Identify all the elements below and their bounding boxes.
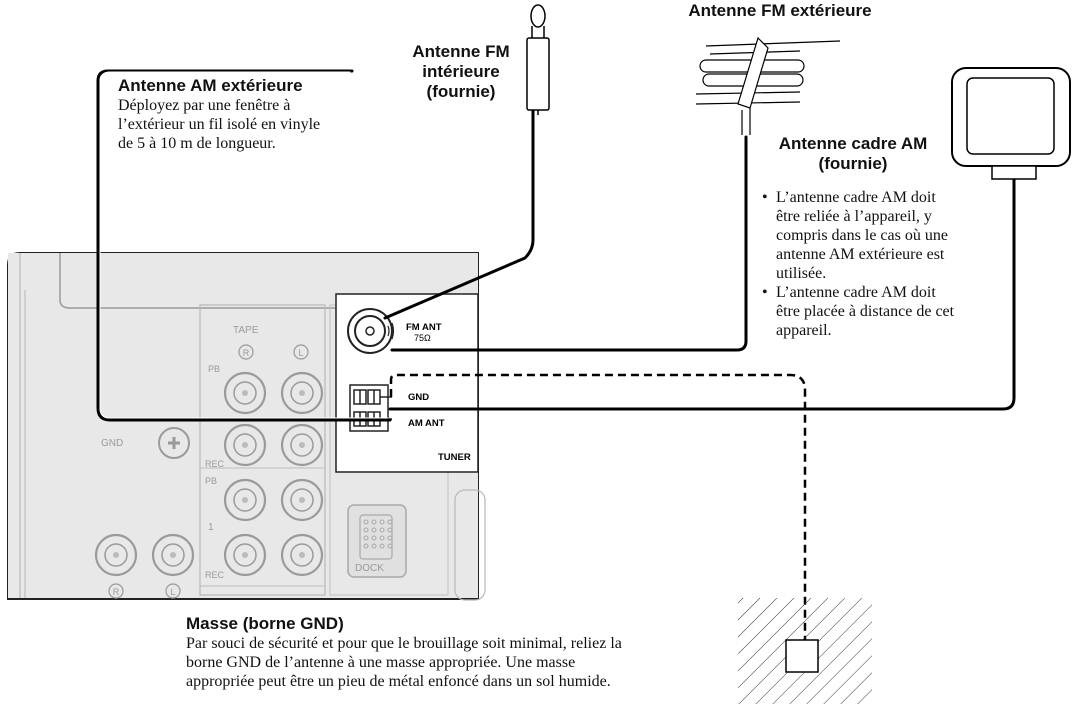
tape-l-label: L <box>298 348 303 358</box>
am-loop-line-2: (fournie) <box>818 154 888 173</box>
ground-line-3: appropriée peut être un pieu de métal en… <box>186 673 611 690</box>
tape-rec-l-jack[interactable] <box>280 423 324 467</box>
am-ant-label: AM ANT <box>408 418 445 429</box>
fm-ant-impedance: 75Ω <box>414 333 431 343</box>
ground-callout: Masse (borne GND) Par souci de sécurité … <box>186 614 736 691</box>
tape-pb-l-jack[interactable] <box>280 371 324 415</box>
am-outdoor-line-1: Déployez par une fenêtre à <box>118 97 291 114</box>
tape-rec-label: REC <box>205 459 225 469</box>
av1-rec-r-jack[interactable] <box>223 533 267 577</box>
fm-indoor-line-3: (fournie) <box>426 82 496 101</box>
av1-rec-l-jack[interactable] <box>280 533 324 577</box>
av1-source-number: 1 <box>208 522 214 533</box>
tuner-label: TUNER <box>438 452 471 463</box>
fm-indoor-wire <box>383 105 535 320</box>
am-loop-bullet-2-line-3: appareil. <box>776 322 832 339</box>
fm-outdoor-callout: Antenne FM extérieure <box>650 1 910 21</box>
am-loop-bullet-1-line-2: être reliée à l’appareil, y <box>776 208 932 225</box>
tape-rec-r-jack[interactable] <box>223 423 267 467</box>
am-loop-bullet-1-line-3: compris dans le cas où une <box>776 227 948 244</box>
tape-pb-r-jack[interactable] <box>223 371 267 415</box>
dock-label: DOCK <box>355 563 384 574</box>
av1-pb-r-jack[interactable] <box>223 478 267 522</box>
am-outdoor-callout: Antenne AM extérieure Déployez par une f… <box>118 76 358 153</box>
ground-line-1: Par souci de sécurité et pour que le bro… <box>186 635 622 652</box>
am-ant-terminal[interactable] <box>349 384 392 432</box>
am-outdoor-title: Antenne AM extérieure <box>118 76 303 95</box>
gnd-screw[interactable] <box>158 427 190 459</box>
am-loop-wire <box>388 173 1016 411</box>
am-loop-notes: L’antenne cadre AM doit être reliée à l’… <box>760 188 990 340</box>
am-loop-antenna-icon <box>951 67 1071 180</box>
am-loop-bullet-1-line-5: utilisée. <box>776 265 827 282</box>
tape-label: TAPE <box>233 325 259 336</box>
am-gnd-label: GND <box>408 392 429 403</box>
fm-ant-label: FM ANT <box>406 322 442 333</box>
av1-pb-l-jack[interactable] <box>280 478 324 522</box>
am-loop-bullet-1-line-1: L’antenne cadre AM doit <box>776 189 936 206</box>
left-r-jack[interactable] <box>94 533 138 577</box>
am-outdoor-wire <box>96 69 392 422</box>
am-loop-bullet-2: L’antenne cadre AM doit être placée à di… <box>762 283 990 340</box>
fm-indoor-line-1: Antenne FM <box>412 42 510 61</box>
gnd-wire <box>389 373 807 640</box>
fm-outdoor-wire <box>390 135 748 352</box>
fm-ant-jack[interactable] <box>347 308 395 354</box>
av1-pb-label: PB <box>205 476 217 486</box>
am-loop-callout: Antenne cadre AM (fournie) <box>758 134 948 174</box>
left-l-jack[interactable] <box>151 533 195 577</box>
fm-outdoor-title: Antenne FM extérieure <box>688 1 872 20</box>
am-loop-line-1: Antenne cadre AM <box>778 134 928 153</box>
av1-rec-label: REC <box>205 570 225 580</box>
left-r-label: R <box>113 587 120 597</box>
fm-outdoor-antenna-icon <box>695 36 841 135</box>
fm-indoor-callout: Antenne FM intérieure (fournie) <box>396 42 526 102</box>
ground-title: Masse (borne GND) <box>186 614 344 633</box>
tape-r-label: R <box>243 348 250 358</box>
am-loop-bullet-2-line-1: L’antenne cadre AM doit <box>776 284 936 301</box>
fm-indoor-line-2: intérieure <box>422 62 500 81</box>
am-loop-bullet-1: L’antenne cadre AM doit être reliée à l’… <box>762 188 990 283</box>
tape-pb-label: PB <box>208 364 220 374</box>
panel-gnd-label: GND <box>101 438 123 449</box>
fm-indoor-antenna-icon <box>526 4 550 115</box>
am-loop-bullet-1-line-4: antenne AM extérieure est <box>776 246 945 263</box>
am-outdoor-line-2: l’extérieur un fil isolé en vinyle <box>118 116 321 133</box>
am-loop-bullet-2-line-2: être placée à distance de cet <box>776 303 955 320</box>
am-outdoor-line-3: de 5 à 10 m de longueur. <box>118 135 276 152</box>
ground-stake-icon <box>738 598 872 704</box>
left-l-label: L <box>170 587 175 597</box>
ground-line-2: borne GND de l’antenne à une masse appro… <box>186 654 576 671</box>
